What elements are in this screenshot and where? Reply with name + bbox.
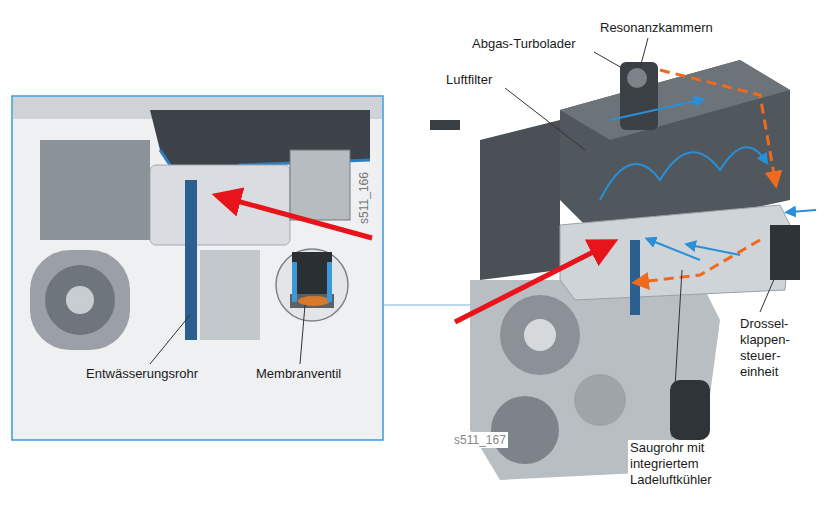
figure-number: s511_166	[356, 170, 372, 226]
figure-number: s511_167	[452, 432, 508, 448]
part-label: Resonanzkammern	[598, 20, 715, 36]
part-label: Entwässerungsrohr	[84, 366, 200, 382]
part-label: Drossel- klappen- steuer- einheit	[738, 316, 804, 380]
part-label: Membranventil	[254, 366, 343, 382]
part-label: Luftfilter	[444, 72, 494, 88]
part-label: Abgas-Turbolader	[470, 36, 578, 52]
part-label: Saugrohr mit integriertem Ladeluftkühler	[628, 440, 750, 488]
